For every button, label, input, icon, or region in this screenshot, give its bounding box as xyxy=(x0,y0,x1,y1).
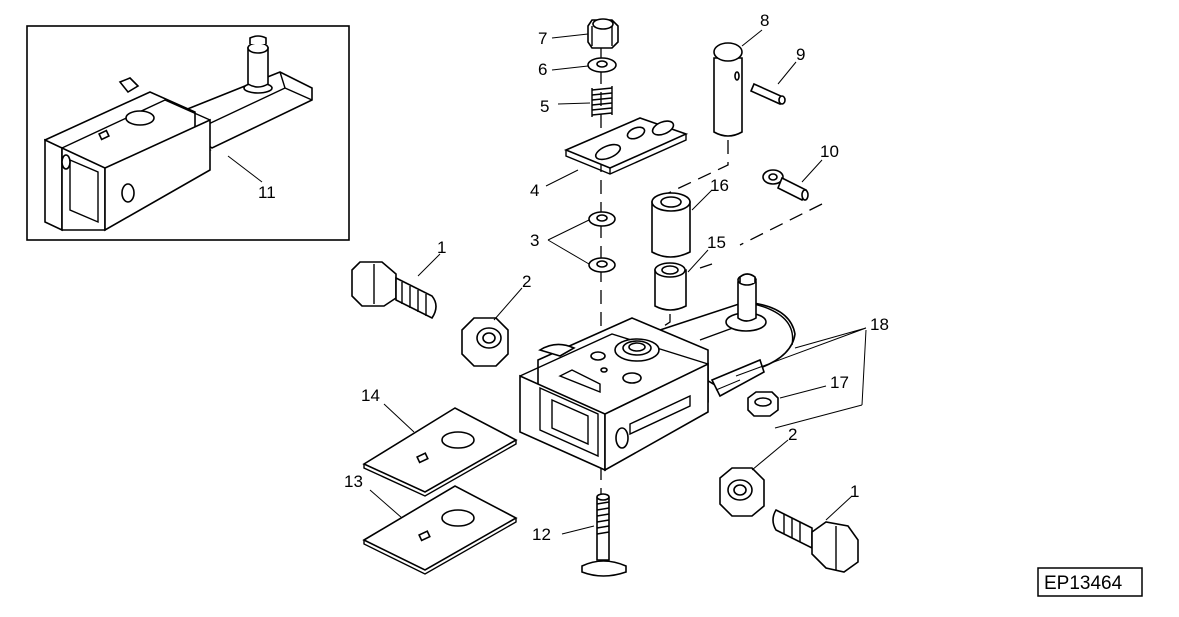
main-bracket-assembly: 18 xyxy=(519,273,889,472)
inset-view: 11 xyxy=(26,25,350,241)
callout-11: 11 xyxy=(258,183,276,202)
callout-18: 18 xyxy=(870,315,889,334)
part-3-washers: 3 xyxy=(530,211,616,273)
callout-9: 9 xyxy=(796,45,805,64)
part-1-bolt-right: 1 xyxy=(772,482,859,573)
part-8-pin: 8 xyxy=(661,11,769,197)
part-10-eyebolt: 10 xyxy=(699,142,839,269)
part-6-washer: 6 xyxy=(538,57,617,79)
part-1-bolt-left: 1 xyxy=(351,238,446,320)
reference-code-box: EP13464 xyxy=(1037,567,1143,597)
part-2-nut-left: 2 xyxy=(461,272,531,367)
callout-1-left: 1 xyxy=(437,238,446,257)
reference-code: EP13464 xyxy=(1044,573,1123,594)
callout-7: 7 xyxy=(538,29,547,48)
callout-15: 15 xyxy=(707,233,726,252)
part-12-carriage-bolt: 12 xyxy=(532,493,627,577)
callout-3: 3 xyxy=(530,231,539,250)
callout-13: 13 xyxy=(344,472,363,491)
part-13-shim: 13 xyxy=(344,472,518,575)
inset-bracket-drawing xyxy=(43,35,313,232)
part-14-shim: 14 xyxy=(361,386,518,497)
part-16-bushing: 16 xyxy=(651,176,729,258)
callout-8: 8 xyxy=(760,11,769,30)
callout-14: 14 xyxy=(361,386,380,405)
callout-10: 10 xyxy=(820,142,839,161)
part-4-plate: 4 xyxy=(530,117,689,200)
callout-2-left: 2 xyxy=(522,272,531,291)
part-7-nut: 7 xyxy=(538,18,619,49)
callout-1-right: 1 xyxy=(850,482,859,501)
callout-4: 4 xyxy=(530,181,539,200)
callout-6: 6 xyxy=(538,60,547,79)
part-2-nut-right: 2 xyxy=(719,425,797,517)
callout-17: 17 xyxy=(830,373,849,392)
callout-2-right: 2 xyxy=(788,425,797,444)
part-5-spring: 5 xyxy=(540,86,613,117)
part-17-nut: 17 xyxy=(747,373,849,417)
part-9-roll-pin: 9 xyxy=(749,45,805,106)
callout-12: 12 xyxy=(532,525,551,544)
part-15-bushing: 15 xyxy=(654,233,726,331)
callout-16: 16 xyxy=(710,176,729,195)
callout-5: 5 xyxy=(540,97,549,116)
